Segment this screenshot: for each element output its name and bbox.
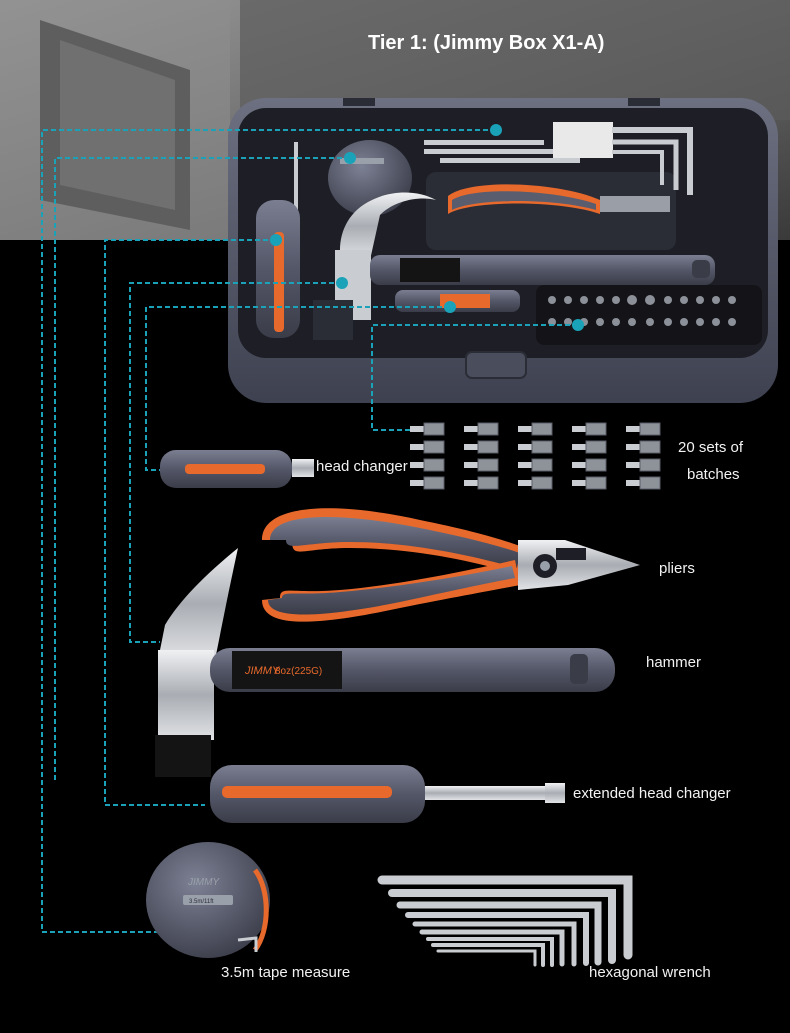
- label-bits-line1: 20 sets of: [678, 439, 744, 456]
- bit: [410, 440, 445, 454]
- tape-logo: JIMMY: [187, 877, 220, 888]
- tape-mark: 3.5m/11ft: [189, 899, 214, 905]
- bit: [518, 440, 553, 454]
- label-extended-head-changer: extended head changer: [573, 785, 731, 802]
- bit: [518, 476, 553, 490]
- hammer-weight-mark: JIMMY: [244, 665, 280, 677]
- bit: [626, 476, 661, 490]
- bit: [464, 422, 499, 436]
- label-bits-line2: batches: [687, 466, 740, 483]
- bit: [572, 458, 607, 472]
- bit: [518, 422, 553, 436]
- hammer-tool: [155, 548, 615, 777]
- bit: [410, 458, 445, 472]
- bit: [464, 458, 499, 472]
- label-pliers: pliers: [659, 560, 695, 577]
- bit: [464, 476, 499, 490]
- bit: [626, 422, 661, 436]
- leader-dots: [270, 124, 584, 331]
- bit: [464, 440, 499, 454]
- hammer-weight-text: 8oz(225G): [275, 666, 322, 677]
- bit: [572, 422, 607, 436]
- bit: [626, 458, 661, 472]
- leader-lines: [41, 129, 578, 933]
- bit: [410, 422, 445, 436]
- label-tape-measure: 3.5m tape measure: [221, 964, 351, 981]
- leader-line-hammer: [129, 282, 342, 643]
- label-hex-wrench: hexagonal wrench: [589, 964, 711, 981]
- page-title: Tier 1: (Jimmy Box X1-A): [368, 32, 605, 54]
- tape-measure-tool: [146, 842, 270, 958]
- extended-head-changer-tool: [210, 765, 565, 823]
- hex-wrench-tool: [377, 875, 633, 967]
- head-changer-tool: [160, 450, 314, 488]
- bit: [626, 440, 661, 454]
- bit: [518, 458, 553, 472]
- label-head-changer: head changer: [316, 458, 408, 475]
- leader-line-bits: [371, 324, 578, 431]
- brand-marks: JIMMY 8oz(225G) JIMMY 3.5m/11ft: [187, 665, 322, 905]
- bit: [572, 476, 607, 490]
- bit: [572, 440, 607, 454]
- label-bits: 20 sets of batches: [678, 434, 743, 488]
- bits-grid: [410, 422, 661, 490]
- leader-line-hex-wrench: [41, 129, 496, 933]
- label-hammer: hammer: [646, 654, 702, 671]
- leader-line-head-changer: [145, 306, 450, 471]
- tool-box: [228, 98, 778, 403]
- pliers-tool: [262, 508, 640, 622]
- bit: [410, 476, 445, 490]
- leader-line-tape-measure: [54, 157, 350, 780]
- leader-line-extended-head-changer: [104, 239, 276, 806]
